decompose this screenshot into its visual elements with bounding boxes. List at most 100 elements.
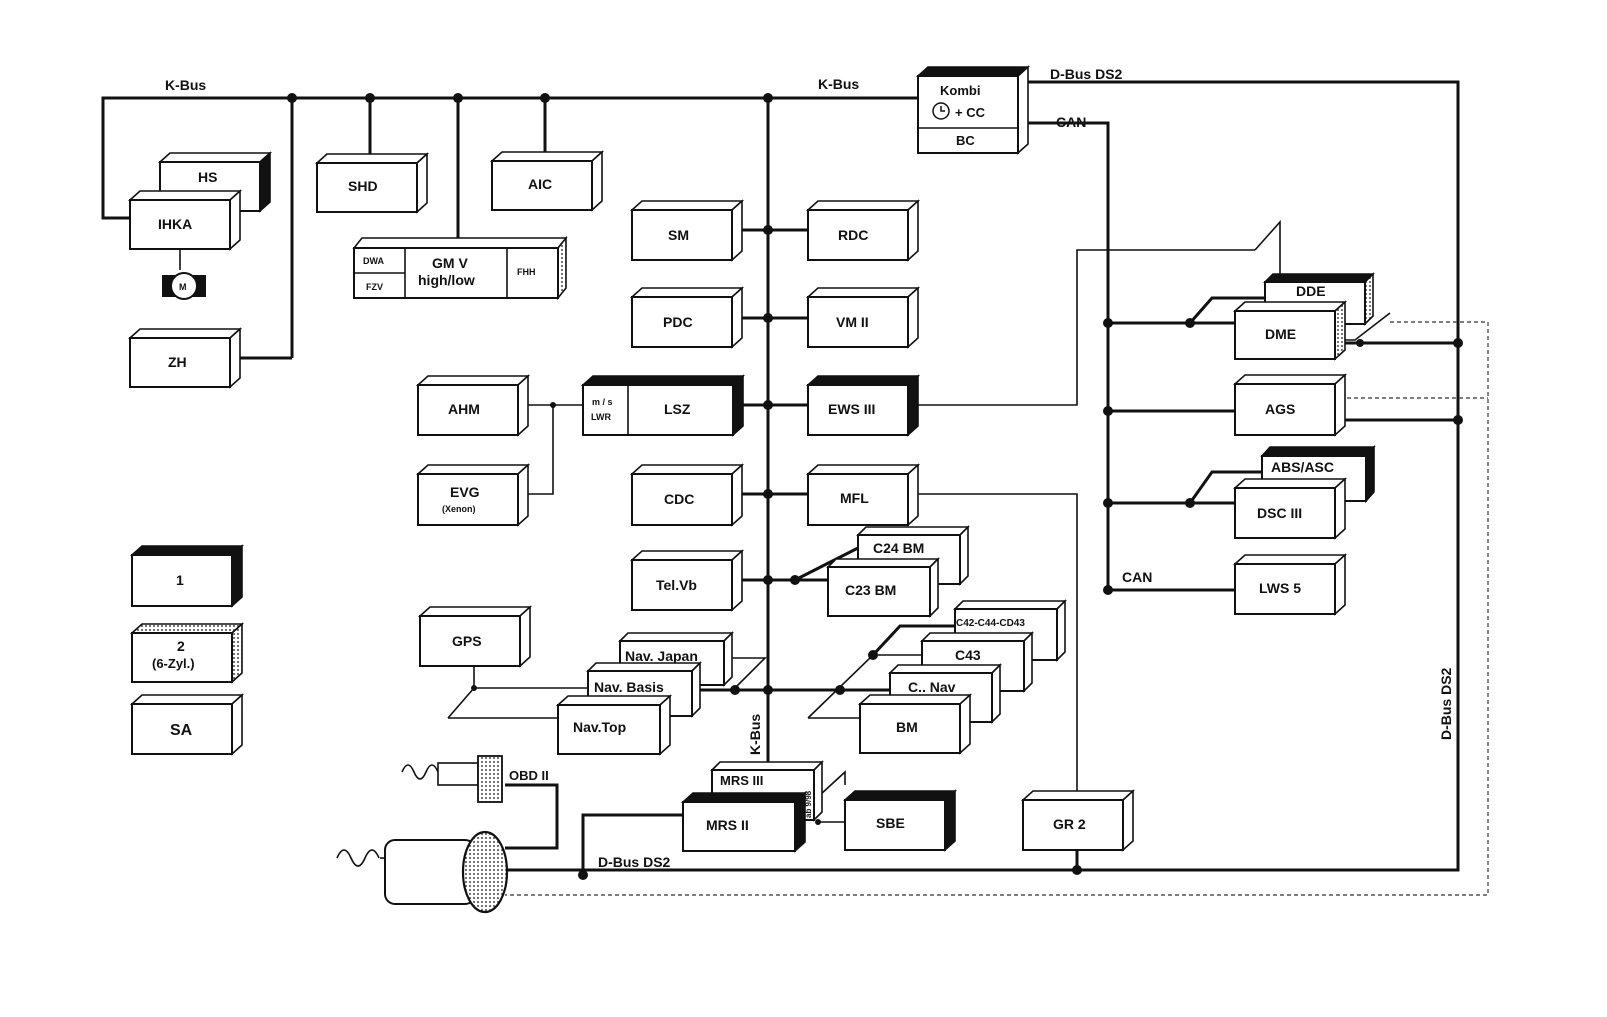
evg-label-line1: EVG bbox=[450, 484, 480, 500]
legend-item-sa: SA bbox=[129, 693, 245, 756]
ags-label: AGS bbox=[1265, 401, 1295, 417]
motor-symbol: M bbox=[162, 249, 206, 300]
evg-module: EVG (Xenon) bbox=[415, 463, 531, 527]
wiring bbox=[101, 80, 1489, 896]
ews-module: EWS III bbox=[805, 374, 921, 437]
rdc-label: RDC bbox=[838, 227, 868, 243]
legend-item-1: 1 bbox=[129, 544, 245, 608]
fhh-label: FHH bbox=[517, 267, 536, 277]
mrs3-date-label: ab 9/98 bbox=[804, 790, 813, 818]
ahm-label: AHM bbox=[448, 401, 480, 417]
shd-module: SHD bbox=[314, 152, 430, 214]
vm-label: VM II bbox=[836, 314, 869, 330]
nav-top-module: Nav.Top bbox=[555, 694, 673, 756]
mrs3-label: MRS III bbox=[720, 773, 763, 788]
gr2-module: GR 2 bbox=[1020, 789, 1136, 852]
ihka-label: IHKA bbox=[158, 216, 192, 232]
lws-module: LWS 5 bbox=[1232, 553, 1348, 616]
diagnosis-plug bbox=[336, 830, 509, 914]
c42-label: C42-C44-CD43 bbox=[956, 618, 1025, 629]
dsc-label: DSC III bbox=[1257, 505, 1302, 521]
c23-label: C23 BM bbox=[845, 582, 896, 598]
pdc-label: PDC bbox=[663, 314, 693, 330]
nav-basis-module: Nav. Basis bbox=[586, 661, 702, 718]
bus-labels: K-Bus K-Bus D-Bus DS2 CAN CAN D-Bus DS2 … bbox=[165, 66, 1454, 870]
motor-label: M bbox=[179, 282, 187, 292]
sbe-label: SBE bbox=[876, 815, 905, 831]
lws-label: LWS 5 bbox=[1259, 580, 1301, 596]
ews-label: EWS III bbox=[828, 401, 875, 417]
c23-module: C23 BM bbox=[826, 557, 940, 618]
ihka-module: IHKA bbox=[127, 189, 243, 251]
cdc-module: CDC bbox=[629, 463, 745, 527]
legend-item-2-label-line2: (6-Zyl.) bbox=[152, 656, 195, 671]
telvb-module: Tel.Vb bbox=[629, 549, 745, 612]
sm-label: SM bbox=[668, 227, 689, 243]
aic-label: AIC bbox=[528, 176, 552, 192]
dme-module: DME bbox=[1232, 300, 1348, 361]
obd-label: OBD II bbox=[509, 768, 549, 783]
lsz-sub-label-2: LWR bbox=[591, 412, 611, 422]
hs-label: HS bbox=[198, 169, 217, 185]
aic-module: AIC bbox=[489, 150, 605, 212]
nav-basis-label: Nav. Basis bbox=[594, 679, 664, 695]
lsz-module: m / s LWR LSZ bbox=[580, 374, 746, 437]
c24-label: C24 BM bbox=[873, 540, 924, 556]
legend-item-sa-label: SA bbox=[170, 722, 193, 739]
shd-label: SHD bbox=[348, 178, 378, 194]
sbe-module: SBE bbox=[842, 789, 958, 852]
kbus-top-line bbox=[101, 96, 922, 220]
cdc-label: CDC bbox=[664, 491, 694, 507]
ahm-module: AHM bbox=[415, 374, 531, 437]
gps-label: GPS bbox=[452, 633, 482, 649]
pdc-module: PDC bbox=[629, 286, 745, 349]
ags-module: AGS bbox=[1232, 373, 1348, 437]
dme-label: DME bbox=[1265, 326, 1296, 342]
kbus-label-vertical: K-Bus bbox=[747, 714, 763, 755]
bm-module: BM bbox=[857, 693, 973, 755]
telvb-label: Tel.Vb bbox=[656, 577, 697, 593]
abs-label: ABS/ASC bbox=[1271, 459, 1334, 475]
can-label-bottom: CAN bbox=[1122, 569, 1152, 585]
fzv-label: FZV bbox=[366, 282, 383, 292]
gmv-label-line2: high/low bbox=[418, 272, 475, 288]
cnav-label: C.. Nav bbox=[908, 679, 956, 695]
dwa-label: DWA bbox=[363, 256, 384, 266]
c43-label: C43 bbox=[955, 647, 981, 663]
can-label-top: CAN bbox=[1056, 114, 1086, 130]
sm-module: SM bbox=[629, 199, 745, 262]
dsc-module: DSC III bbox=[1232, 477, 1348, 540]
kombi-label-line2: + CC bbox=[955, 105, 986, 120]
gps-module: GPS bbox=[417, 605, 533, 668]
bm-label: BM bbox=[896, 719, 918, 735]
legend-item-2: 2 (6-Zyl.) bbox=[129, 622, 245, 684]
dbus-label-top: D-Bus DS2 bbox=[1050, 66, 1123, 82]
mrs2-module: MRS II bbox=[680, 791, 808, 853]
dbus-label-right: D-Bus DS2 bbox=[1438, 667, 1454, 740]
nav-japan-label: Nav. Japan bbox=[625, 648, 698, 664]
gr2-label: GR 2 bbox=[1053, 816, 1086, 832]
dde-label: DDE bbox=[1296, 283, 1326, 299]
kbus-label-mid: K-Bus bbox=[818, 76, 859, 92]
dbus-label-bottom: D-Bus DS2 bbox=[598, 854, 671, 870]
kombi-label-line1: Kombi bbox=[940, 83, 980, 98]
vm-module: VM II bbox=[805, 286, 921, 349]
evg-label-line2: (Xenon) bbox=[442, 504, 476, 514]
zh-module: ZH bbox=[127, 327, 243, 389]
mfl-label: MFL bbox=[840, 490, 869, 506]
can-bus-line bbox=[1025, 121, 1235, 592]
mfl-module: MFL bbox=[805, 463, 921, 527]
bc-label: BC bbox=[956, 133, 975, 148]
rdc-module: RDC bbox=[805, 199, 921, 262]
legend-item-1-label: 1 bbox=[176, 572, 184, 588]
legend-item-2-label-line1: 2 bbox=[177, 638, 185, 654]
dbus-ds2-line bbox=[505, 80, 1460, 872]
lsz-sub-label-1: m / s bbox=[592, 397, 613, 407]
lsz-label: LSZ bbox=[664, 401, 691, 417]
zh-label: ZH bbox=[168, 354, 187, 370]
obd-connector bbox=[401, 755, 503, 803]
mrs2-label: MRS II bbox=[706, 817, 749, 833]
kbus-label-left: K-Bus bbox=[165, 77, 206, 93]
junction-nodes bbox=[287, 93, 1463, 880]
